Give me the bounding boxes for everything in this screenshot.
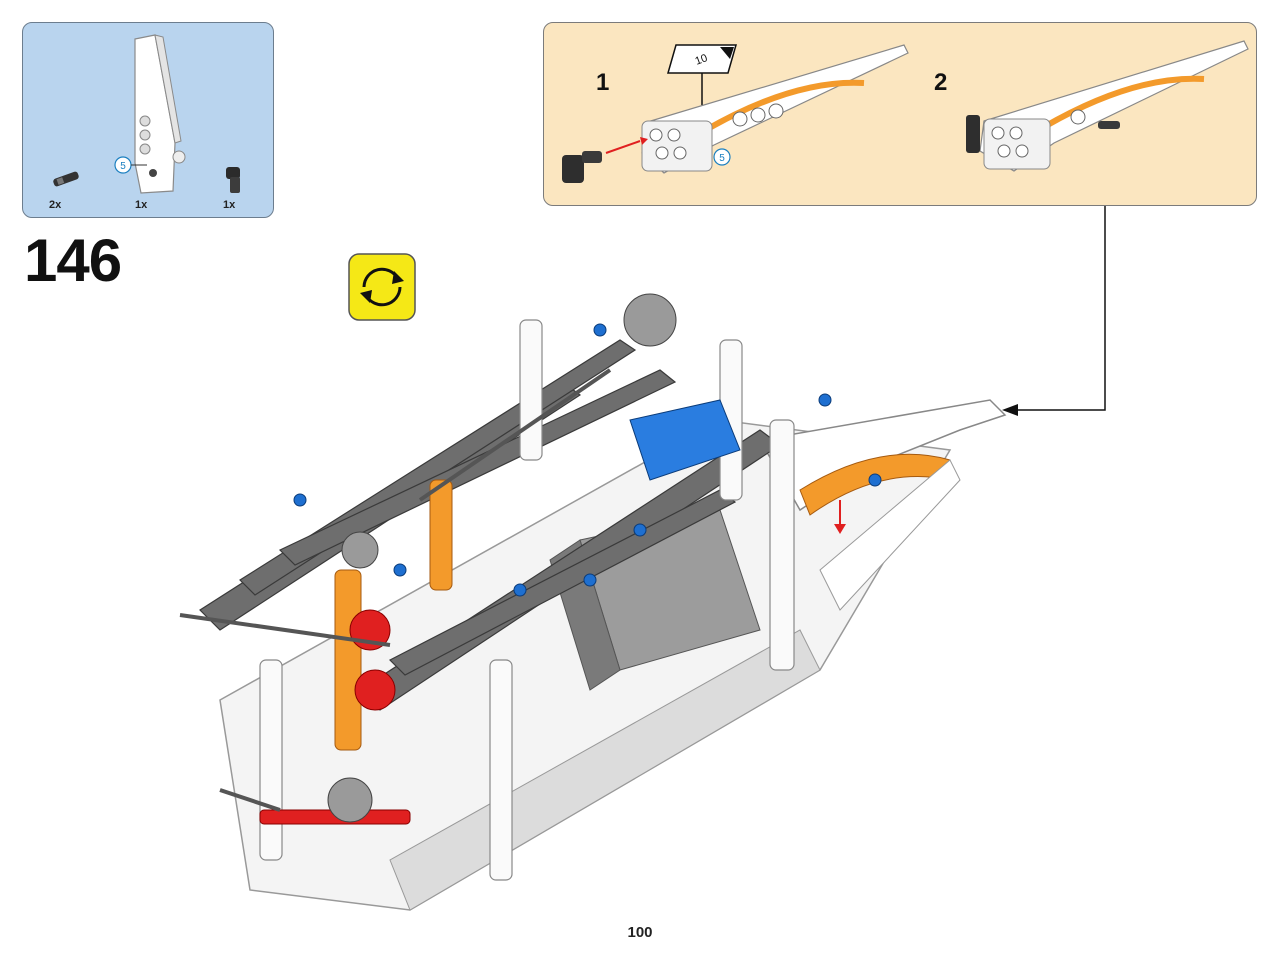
- substep-number: 1: [596, 69, 610, 96]
- card-label: 10: [694, 52, 710, 67]
- parts-list-box: 5 2x 1x 1x: [22, 22, 274, 218]
- axle-pin-bush-icon: [226, 167, 240, 193]
- red-insert-arrow: [605, 137, 648, 154]
- part-qty: 1x: [223, 199, 236, 211]
- sub-assembly-art: 10 5: [562, 40, 1249, 183]
- callout-ring-icon: 5: [114, 156, 147, 174]
- axle-connector-icon: [53, 171, 79, 187]
- orange-beams: [334, 479, 453, 751]
- axles: [179, 368, 612, 812]
- part-qty: 1x: [135, 199, 148, 211]
- parts-callout-label: 5: [120, 161, 126, 172]
- part-qty: 2x: [49, 199, 62, 211]
- fin-panel-icon: [641, 44, 909, 174]
- part-card-icon: 10: [667, 44, 737, 105]
- substep-number: 2: [934, 69, 948, 96]
- gray-gears: [327, 293, 677, 823]
- rotate-model-icon: [348, 253, 416, 321]
- axle-pin-bush-icon: [562, 151, 602, 183]
- panel-fairing-icon: [134, 34, 186, 194]
- callout-ring-icon: 5: [713, 148, 731, 166]
- white-beams: [259, 319, 795, 881]
- substep-callout-label: 5: [719, 153, 725, 164]
- step-number: 146: [24, 227, 122, 294]
- main-model-illustration: [179, 293, 1007, 911]
- page-number: 100: [627, 924, 653, 941]
- blue-pins: [293, 323, 882, 597]
- parts-list-art: 5: [53, 34, 240, 194]
- red-gears: [259, 609, 411, 825]
- mounted-fin: [758, 399, 1007, 611]
- sub-assembly-box: 1 2 10 5: [543, 22, 1257, 206]
- fin-panel-icon: [966, 40, 1249, 172]
- red-insert-arrow: [834, 500, 846, 534]
